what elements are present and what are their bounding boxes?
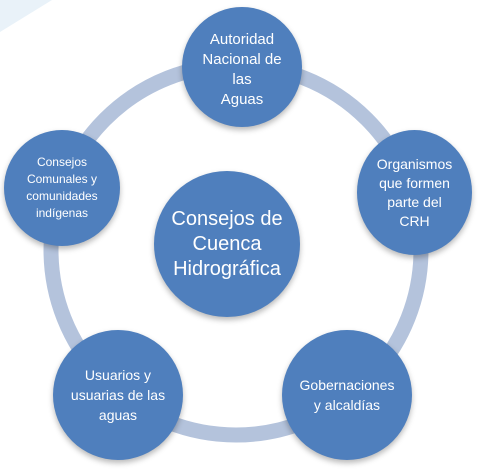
node-usuarios-aguas: Usuarios y usuarias de las aguas	[53, 330, 183, 460]
center-node-consejos-cuenca: Consejos de Cuenca Hidrográfica	[154, 171, 300, 317]
node-gobernaciones-alcaldias: Gobernaciones y alcaldías	[282, 330, 412, 460]
node-consejos-comunales: Consejos Comunales y comunidades indígen…	[4, 130, 120, 246]
node-label: Usuarios y usuarias de las aguas	[70, 367, 166, 423]
node-autoridad-nacional-aguas: Autoridad Nacional de las Aguas	[182, 7, 302, 127]
node-organismos-crh: Organismos que formen parte del CRH	[357, 130, 472, 255]
node-label: Consejos Comunales y comunidades indígen…	[26, 155, 98, 220]
node-label: Organismos que formen parte del CRH	[376, 155, 453, 229]
center-node-label: Consejos de Cuenca Hidrográfica	[171, 207, 283, 280]
node-label: Gobernaciones y alcaldías	[299, 377, 395, 413]
corner-decoration	[0, 0, 52, 32]
node-label: Autoridad Nacional de las Aguas	[202, 31, 282, 108]
